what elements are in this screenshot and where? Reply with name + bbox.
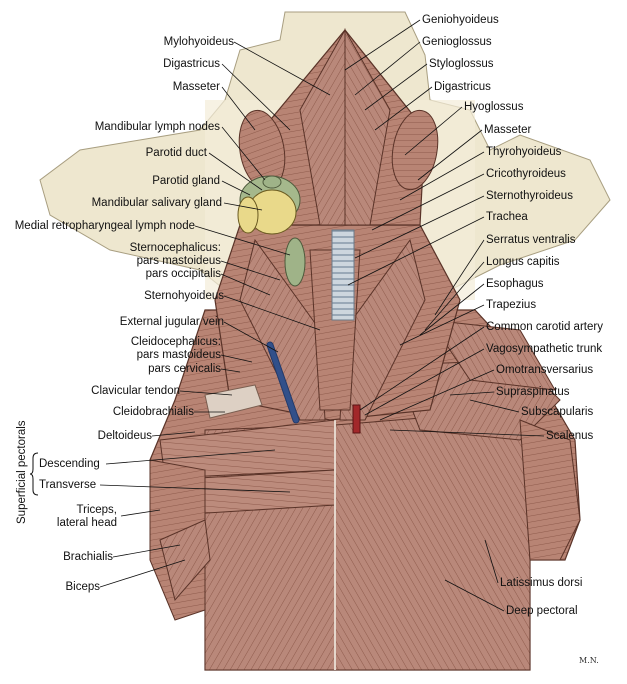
curly-brace-icon	[30, 452, 39, 496]
label-cricothyroideus: Cricothyroideus	[486, 168, 566, 180]
label-cleidocephalicus: Cleidocephalicus:	[130, 336, 221, 348]
trachea-shape	[331, 229, 355, 321]
label-medial-retropharyngeal-lymph-node: Medial retropharyngeal lymph node	[14, 220, 195, 232]
label-masseter-right: Masseter	[484, 124, 532, 136]
label-common-carotid-artery: Common carotid artery	[486, 321, 603, 333]
label-mandibular-lymph-nodes: Mandibular lymph nodes	[94, 121, 220, 133]
common-carotid-artery-shape	[352, 404, 361, 434]
label-geniohyoideus: Geniohyoideus	[422, 14, 499, 26]
label-deltoideus: Deltoideus	[97, 430, 152, 442]
label-sternocephalicus: Sternocephalicus:	[129, 242, 221, 254]
label-triceps: Triceps,	[76, 504, 117, 516]
mandibular-lymph-node-shape	[262, 175, 282, 189]
label-mandibular-salivary-gland: Mandibular salivary gland	[91, 197, 222, 209]
label-trapezius: Trapezius	[486, 299, 537, 311]
label-cleidocephalicus-pars-cervicalis: pars cervicalis	[148, 363, 221, 375]
label-esophagus: Esophagus	[486, 278, 544, 290]
label-latissimus-dorsi: Latissimus dorsi	[500, 577, 583, 589]
head-musculature	[238, 28, 439, 226]
label-omotransversarius: Omotransversarius	[496, 364, 594, 376]
label-biceps: Biceps	[65, 581, 100, 593]
label-sternocephalicus-pars-occipitalis: pars occipitalis	[145, 268, 221, 280]
superficial-pectorals-title: Superficial pectorals	[16, 420, 28, 524]
label-descending: Descending	[39, 458, 100, 470]
label-digastricus-left: Digastricus	[163, 58, 220, 70]
glands	[237, 175, 306, 287]
label-sternohyoideus: Sternohyoideus	[144, 290, 224, 302]
external-jugular-vein-shape	[267, 342, 299, 423]
label-masseter-left: Masseter	[172, 81, 220, 93]
label-digastricus-right: Digastricus	[434, 81, 491, 93]
label-brachialis: Brachialis	[63, 551, 113, 563]
label-supraspinatus: Supraspinatus	[496, 386, 570, 398]
label-parotid-gland: Parotid gland	[152, 175, 220, 187]
label-transverse: Transverse	[39, 479, 97, 491]
label-triceps-lateral-head: lateral head	[56, 517, 117, 529]
label-deep-pectoral: Deep pectoral	[506, 605, 578, 617]
label-vagosympathetic-trunk: Vagosympathetic trunk	[486, 343, 603, 355]
label-subscapularis: Subscapularis	[521, 406, 594, 418]
vessels	[266, 341, 361, 434]
label-sternothyroideus: Sternothyroideus	[486, 190, 573, 202]
label-longus-capitis: Longus capitis	[486, 256, 560, 268]
retropharyngeal-lymph-node-shape	[284, 237, 306, 287]
label-hyoglossus: Hyoglossus	[464, 101, 524, 113]
neck-musculature	[204, 224, 461, 421]
label-cleidocephalicus-pars-mastoideus: pars mastoideus	[136, 349, 221, 361]
label-sternocephalicus-pars-mastoideus: pars mastoideus	[136, 255, 221, 267]
label-mylohyoideus: Mylohyoideus	[163, 36, 234, 48]
leader-lines	[99, 19, 545, 612]
label-external-jugular-vein: External jugular vein	[119, 316, 224, 328]
artist-initials: M.N.	[579, 656, 599, 665]
label-clavicular-tendon: Clavicular tendon	[91, 385, 180, 397]
label-thyrohyoideus: Thyrohyoideus	[486, 146, 562, 158]
label-styloglossus: Styloglossus	[429, 58, 494, 70]
label-genioglossus: Genioglossus	[422, 36, 492, 48]
label-cleidobrachialis: Cleidobrachialis	[112, 406, 194, 418]
label-serratus-ventralis: Serratus ventralis	[486, 234, 576, 246]
label-parotid-duct: Parotid duct	[145, 147, 207, 159]
label-scalenus: Scalenus	[546, 430, 594, 442]
label-trachea: Trachea	[486, 211, 528, 223]
